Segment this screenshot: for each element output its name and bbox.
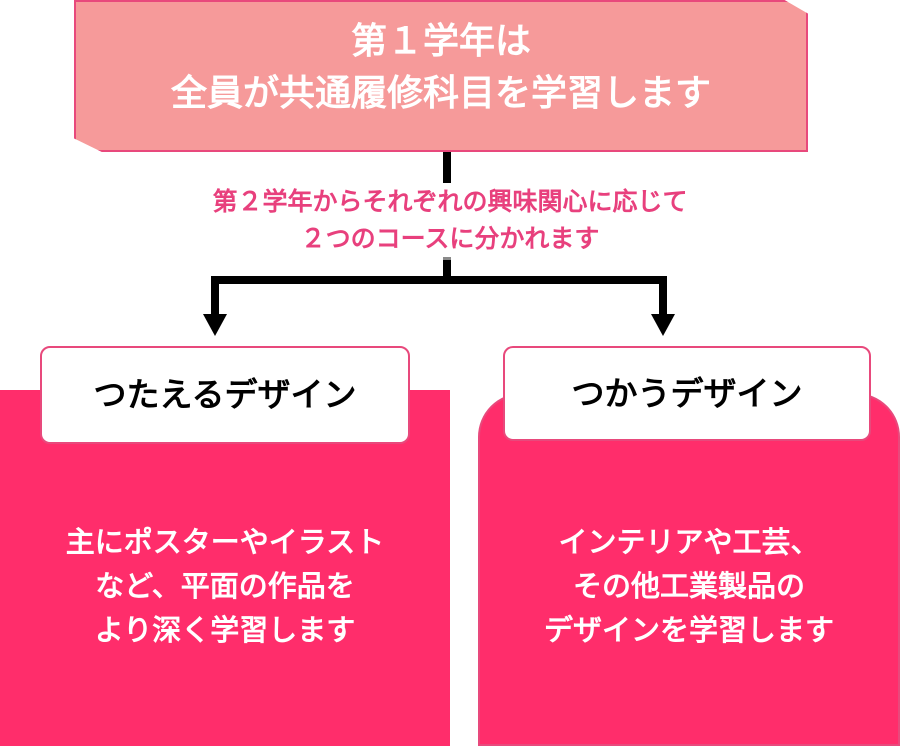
course-description-tsutaeru: 主にポスターやイラスト など、平面の作品を より深く学習します — [0, 520, 450, 652]
first-year-text: 第１学年は 全員が共通履修科目を学習します — [74, 16, 808, 120]
course-description-tsutaeru-line-1: 主にポスターやイラスト — [65, 525, 385, 559]
course-panel-tsutaeru — [0, 390, 450, 746]
course-description-tsutaeru-line-3: より深く学習します — [94, 613, 356, 647]
arrow-down-left-icon — [203, 314, 227, 336]
branch-description-line-2: ２つのコースに分かれます — [298, 224, 602, 253]
connector-left-leg — [211, 276, 219, 318]
course-description-tsukau-line-2: その他工業製品の — [572, 569, 805, 603]
connector-right-leg — [659, 276, 667, 318]
course-title-tsukau: つかうデザイン — [503, 346, 871, 441]
course-description-tsutaeru-line-2: など、平面の作品を — [95, 569, 355, 603]
connector-horizontal-bar — [211, 276, 667, 284]
arrow-down-right-icon — [651, 314, 675, 336]
first-year-line-2: 全員が共通履修科目を学習します — [170, 73, 711, 114]
branch-description: 第２学年からそれぞれの興味関心に応じて ２つのコースに分かれます — [100, 183, 800, 257]
course-description-tsukau-line-1: インテリアや工芸、 — [558, 525, 820, 559]
first-year-box — [74, 0, 808, 152]
course-title-tsutaeru: つたえるデザイン — [40, 346, 410, 444]
first-year-line-1: 第１学年は — [350, 21, 531, 62]
branch-description-line-1: 第２学年からそれぞれの興味関心に応じて — [210, 187, 690, 216]
course-description-tsukau: インテリアや工芸、 その他工業製品の デザインを学習します — [478, 520, 900, 652]
course-description-tsukau-line-3: デザインを学習します — [543, 613, 834, 647]
